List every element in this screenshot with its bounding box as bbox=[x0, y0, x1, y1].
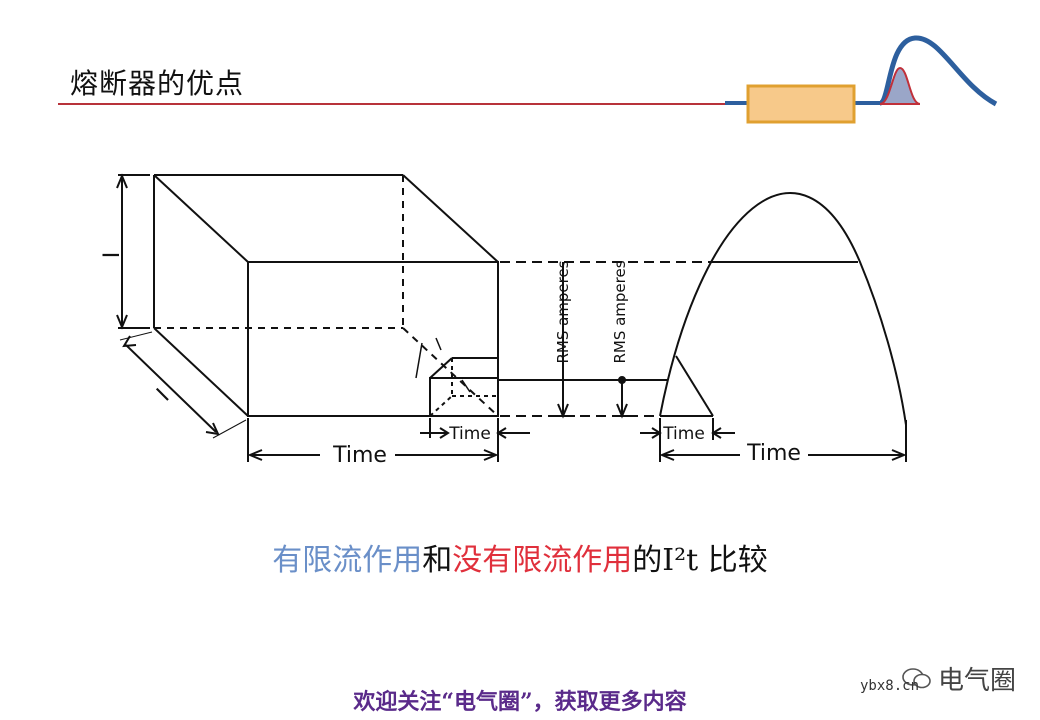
comparison-caption: 有限流作用和没有限流作用的I²t 比较 bbox=[0, 535, 1040, 579]
fuse-curve-logo bbox=[725, 35, 998, 124]
box-front-face bbox=[247, 261, 499, 417]
caption-limited: 有限流作用 bbox=[272, 543, 423, 578]
wechat-icon bbox=[902, 667, 931, 688]
limited-current-icon bbox=[879, 66, 921, 105]
fuse-body-icon bbox=[746, 84, 856, 124]
right-short-time-label: Time bbox=[662, 424, 705, 444]
page-title: 熔断器的优点 bbox=[70, 67, 245, 100]
current-curve-icon bbox=[878, 35, 998, 107]
caption-not-limited: 没有限流作用 bbox=[452, 543, 633, 578]
footer-banner: 欢迎关注“电气圈”，获取更多内容 bbox=[353, 689, 687, 715]
rms-label-1: RMS amperes bbox=[554, 260, 572, 363]
right-time-label: Time bbox=[746, 441, 801, 466]
wechat-account-name: 电气圈 bbox=[938, 666, 1017, 696]
current-parabola bbox=[659, 192, 907, 426]
title-divider bbox=[58, 103, 738, 105]
small-time-label: Time bbox=[448, 424, 491, 444]
site-watermark: ybx8.cn bbox=[860, 678, 920, 694]
rms-label-2: RMS amperes bbox=[611, 260, 629, 363]
caption-i2t: 的I²t 比较 bbox=[632, 543, 768, 578]
wechat-badge: 电气圈 bbox=[902, 660, 1016, 697]
box-time-label: Time bbox=[332, 443, 387, 468]
left-height-label: I bbox=[100, 252, 125, 259]
small-box-front bbox=[429, 377, 499, 417]
caption-and: 和 bbox=[422, 543, 453, 578]
